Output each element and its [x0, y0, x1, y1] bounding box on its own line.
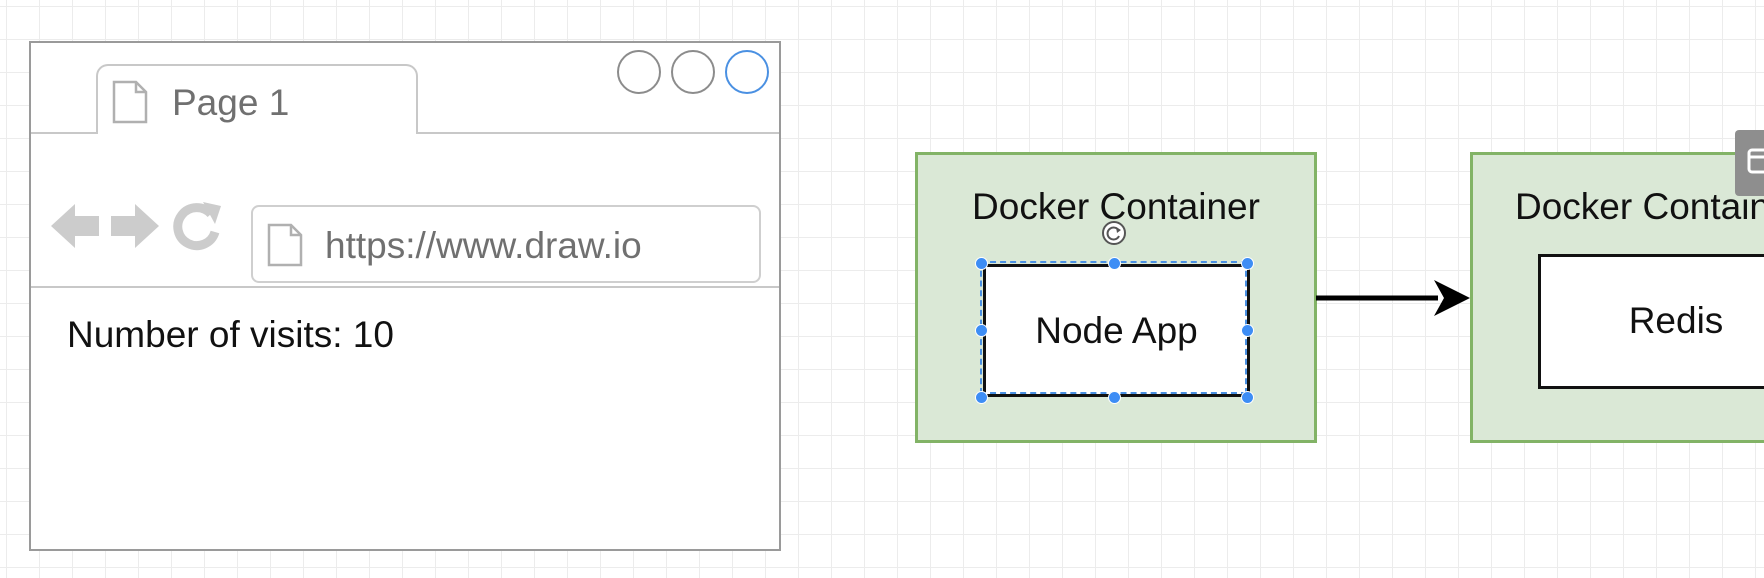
- url-text: https://www.draw.io: [325, 225, 642, 266]
- resize-handle-s[interactable]: [1108, 391, 1121, 404]
- redis-label: Redis: [1628, 300, 1724, 341]
- node-app-box[interactable]: Node App: [983, 264, 1250, 397]
- resize-handle-ne[interactable]: [1241, 257, 1254, 270]
- docker-container-redis[interactable]: Docker Container Redis: [1470, 152, 1764, 443]
- window-circle-icon[interactable]: [617, 50, 661, 94]
- redis-box[interactable]: Redis: [1538, 254, 1764, 389]
- window-controls: [617, 50, 777, 100]
- resize-handle-se[interactable]: [1241, 391, 1254, 404]
- connector-arrow[interactable]: [1316, 280, 1472, 316]
- panel-icon: [1747, 148, 1764, 174]
- window-circle-icon[interactable]: [671, 50, 715, 94]
- resize-handle-sw[interactable]: [975, 391, 988, 404]
- tab-title: Page 1: [172, 82, 290, 123]
- document-icon: [267, 223, 303, 267]
- navigation-bar: https://www.draw.io: [31, 134, 779, 288]
- resize-handle-n[interactable]: [1108, 257, 1121, 270]
- window-circle-icon[interactable]: [725, 50, 769, 94]
- url-bar[interactable]: https://www.draw.io: [251, 205, 761, 283]
- resize-handle-e[interactable]: [1241, 324, 1254, 337]
- resize-handle-nw[interactable]: [975, 257, 988, 270]
- content-divider: [31, 286, 779, 288]
- container-title[interactable]: Docker Container: [1515, 186, 1764, 227]
- reload-icon[interactable]: [171, 200, 223, 252]
- rotate-icon[interactable]: [1101, 220, 1127, 246]
- resize-handle-w[interactable]: [975, 324, 988, 337]
- node-app-label: Node App: [1035, 310, 1198, 351]
- page-content-text[interactable]: Number of visits: 10: [67, 314, 394, 355]
- browser-tab[interactable]: Page 1: [96, 64, 418, 134]
- browser-mockup[interactable]: Page 1 https://www.draw.io Number of vis…: [29, 41, 781, 551]
- container-title[interactable]: Docker Container: [972, 186, 1260, 227]
- arrow-right-icon[interactable]: [109, 200, 161, 252]
- document-icon: [112, 80, 148, 124]
- arrow-left-icon[interactable]: [49, 200, 101, 252]
- floating-toolbar[interactable]: [1735, 130, 1764, 196]
